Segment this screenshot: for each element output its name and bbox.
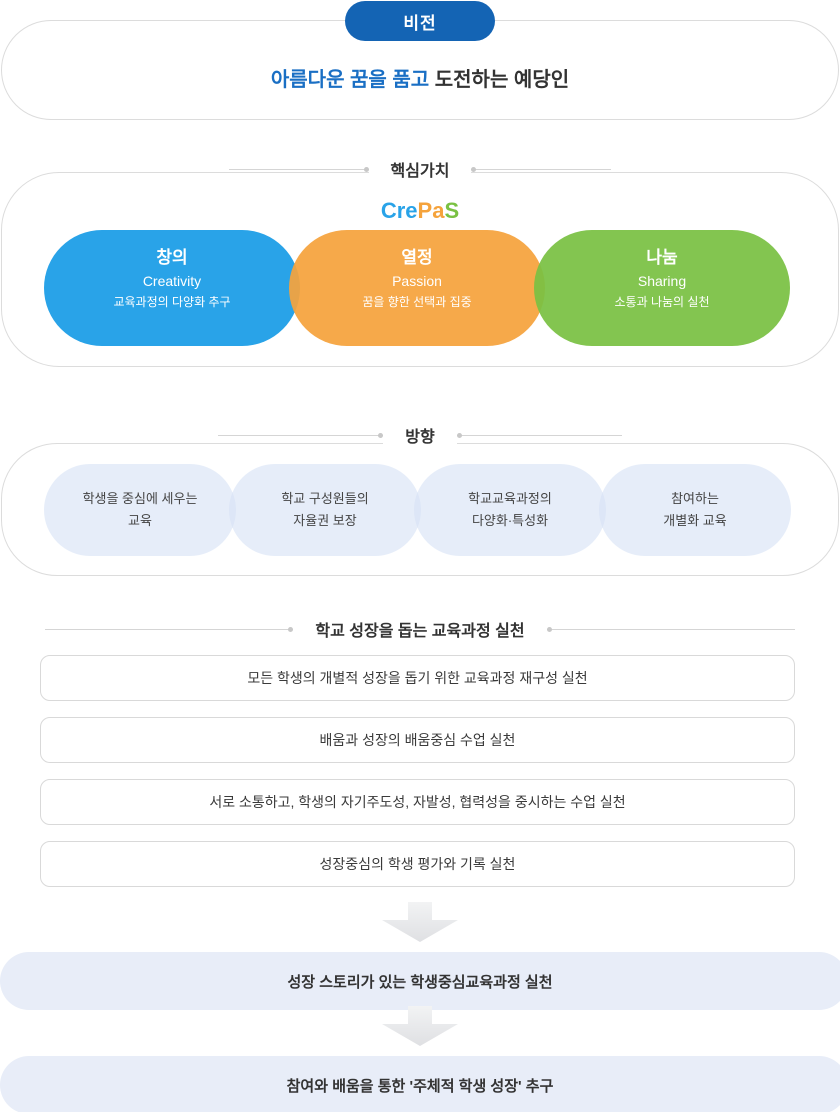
core-value-kr-label: 나눔 (646, 248, 678, 267)
connector-line-left (218, 432, 384, 438)
direction-item: 학생을 중심에 세우는 교육 (44, 464, 236, 556)
core-value-description: 소통과 나눔의 실천 (614, 295, 710, 309)
direction-item: 학교 구성원들의 자율권 보장 (229, 464, 421, 556)
direction-title: 방향 (383, 423, 457, 447)
vision-statement: 아름다운 꿈을 품고 도전하는 예당인 (0, 63, 840, 92)
crepas-acronym: CrePaS (0, 198, 840, 224)
core-values-heading: 핵심가치 (0, 157, 840, 181)
core-value-kr-label: 창의 (156, 248, 188, 267)
core-values-title: 핵심가치 (368, 157, 472, 181)
direction-item-line1: 참여하는 (671, 491, 719, 506)
result-banner: 성장 스토리가 있는 학생중심교육과정 실천 (0, 952, 840, 1010)
direction-item: 참여하는 개별화 교육 (599, 464, 791, 556)
connector-line-left (45, 626, 294, 632)
core-value-creativity: 창의 Creativity 교육과정의 다양화 추구 (44, 230, 300, 346)
core-value-en-label: Passion (392, 273, 442, 289)
vision-badge: 비전 (345, 1, 495, 41)
crepas-part-pa: Pa (417, 198, 445, 223)
crepas-part-cre: Cre (380, 198, 418, 223)
connector-line-right (471, 166, 612, 172)
crepas-part-s: S (444, 198, 460, 223)
direction-heading: 방향 (0, 423, 840, 447)
connector-line-right (546, 626, 795, 632)
core-value-description: 교육과정의 다양화 추구 (113, 295, 231, 309)
practice-item: 배움과 성장의 배움중심 수업 실천 (40, 717, 795, 763)
connector-line-right (456, 432, 622, 438)
core-value-description: 꿈을 향한 선택과 집중 (362, 295, 472, 309)
core-value-en-label: Sharing (637, 273, 687, 289)
core-value-passion: 열정 Passion 꿈을 향한 선택과 집중 (289, 230, 545, 346)
direction-item-line1: 학교 구성원들의 (281, 491, 369, 506)
practice-item: 성장중심의 학생 평가와 기록 실천 (40, 841, 795, 887)
down-arrow-icon (382, 1006, 458, 1046)
vision-statement-rest: 도전하는 예당인 (429, 69, 570, 91)
practice-heading: 학교 성장을 돕는 교육과정 실천 (0, 617, 840, 641)
core-value-en-label: Creativity (142, 273, 202, 289)
direction-item-line2: 교육 (128, 513, 152, 528)
core-value-sharing: 나눔 Sharing 소통과 나눔의 실천 (534, 230, 790, 346)
direction-item-line1: 학생을 중심에 세우는 (82, 491, 198, 506)
connector-line-left (228, 166, 369, 172)
direction-item-line2: 자율권 보장 (293, 513, 357, 528)
direction-item-line2: 다양화·특성화 (471, 513, 549, 528)
practice-title: 학교 성장을 돕는 교육과정 실천 (293, 617, 547, 641)
vision-statement-highlight: 아름다운 꿈을 품고 (270, 69, 430, 91)
core-value-kr-label: 열정 (401, 248, 433, 267)
practice-item: 서로 소통하고, 학생의 자기주도성, 자발성, 협력성을 중시하는 수업 실천 (40, 779, 795, 825)
direction-item-line2: 개별화 교육 (663, 513, 727, 528)
direction-item: 학교교육과정의 다양화·특성화 (414, 464, 606, 556)
direction-item-line1: 학교교육과정의 (468, 491, 552, 506)
down-arrow-icon (382, 902, 458, 942)
result-banner: 참여와 배움을 통한 '주체적 학생 성장' 추구 (0, 1056, 840, 1112)
practice-item: 모든 학생의 개별적 성장을 돕기 위한 교육과정 재구성 실천 (40, 655, 795, 701)
